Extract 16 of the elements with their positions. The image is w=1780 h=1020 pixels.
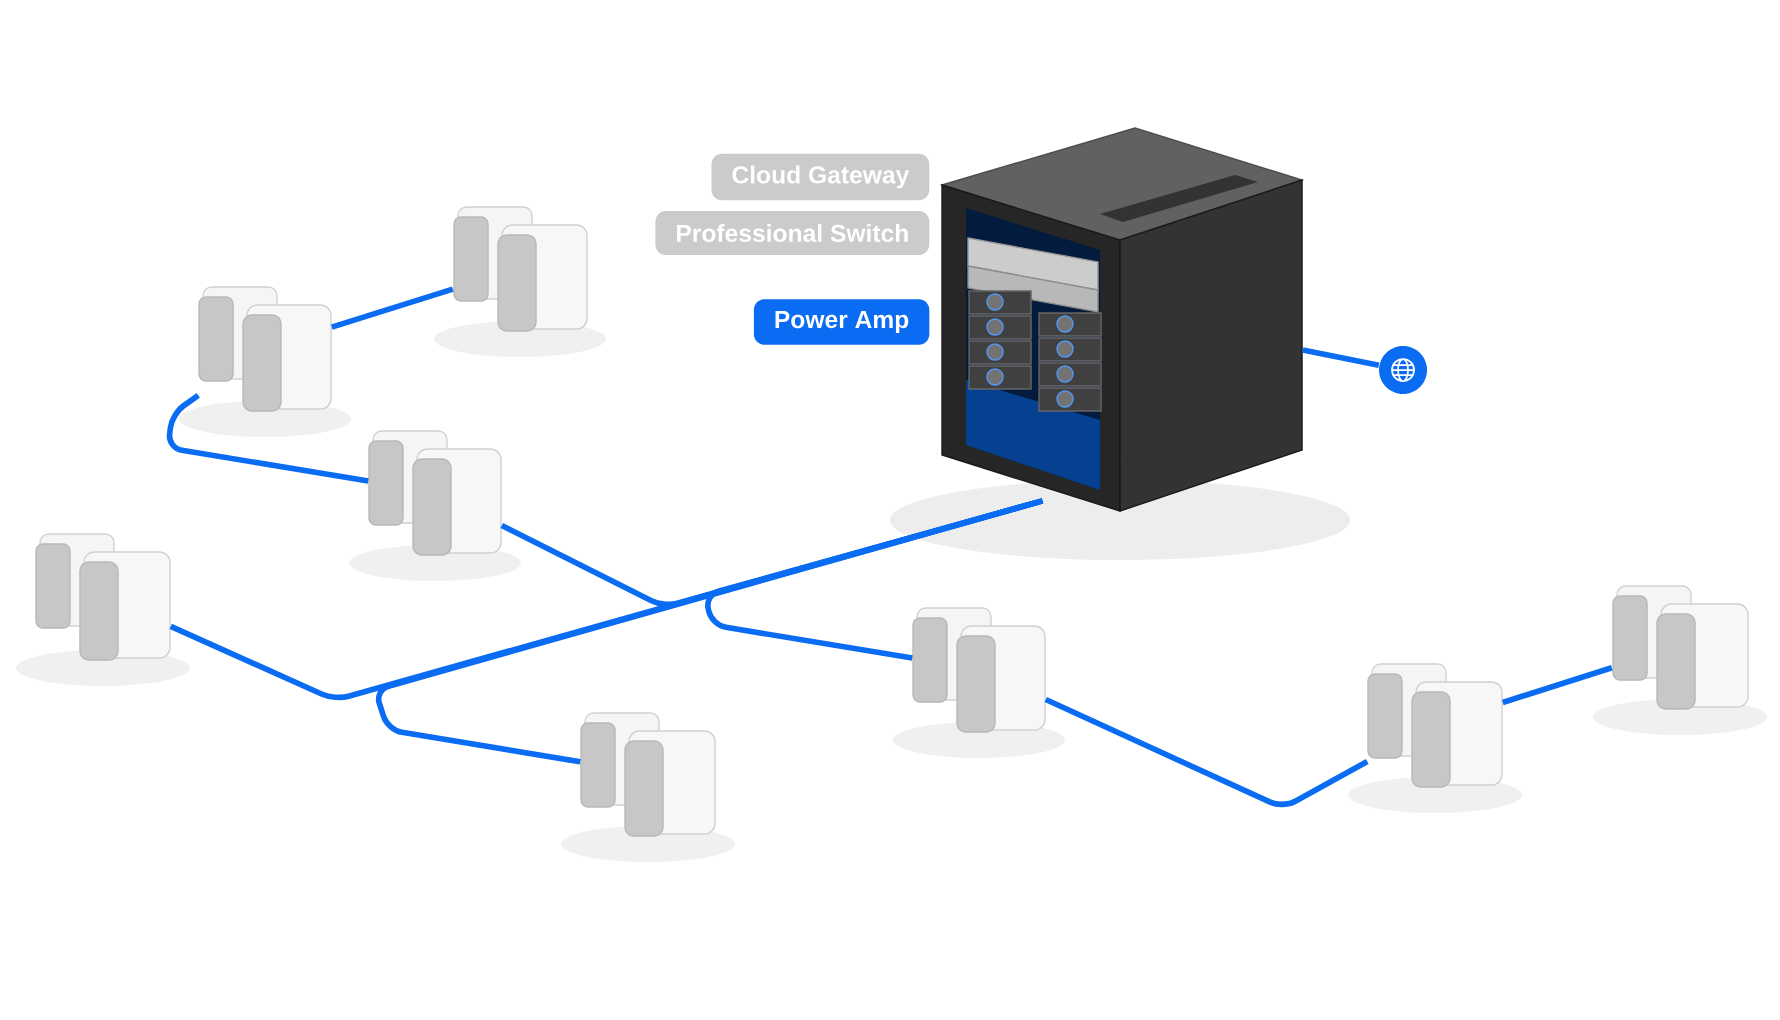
cable-line	[1044, 696, 1369, 808]
speaker-pair-drawing	[16, 533, 190, 687]
globe-icon	[1379, 346, 1428, 395]
cable-line	[705, 498, 1044, 661]
cable-line	[1501, 665, 1613, 706]
speaker-pair-drawing	[561, 712, 735, 862]
cable-line	[166, 393, 369, 484]
cable-line	[330, 286, 454, 330]
speaker-pair-drawing	[1348, 663, 1523, 814]
speaker-pair-drawing	[1593, 585, 1768, 736]
speaker-pair-drawing	[349, 430, 521, 582]
cable-line	[1302, 347, 1380, 368]
speaker-pair-drawing	[179, 286, 351, 437]
label-box: Power Amp	[753, 299, 930, 345]
speaker-pair-drawing	[893, 607, 1065, 759]
speaker-pair-drawing	[434, 206, 606, 357]
